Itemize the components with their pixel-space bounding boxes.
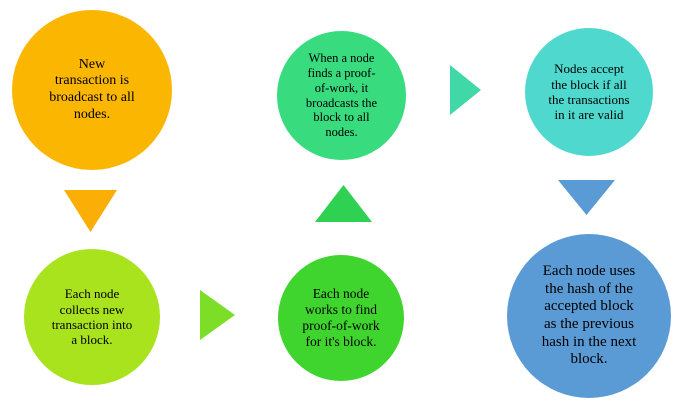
node-broadcast-block: When a node finds a proof- of-work, it b… — [277, 31, 406, 160]
down-arrow-icon — [558, 180, 615, 215]
node-use-hash-next-block: Each node uses the hash of the accepted … — [507, 234, 671, 398]
up-arrow-icon — [315, 185, 372, 222]
down-arrow-icon — [64, 190, 117, 232]
node-collect-into-block: Each node collects new transaction into … — [24, 249, 160, 385]
node-broadcast-transaction: New transaction is broadcast to all node… — [12, 10, 172, 170]
right-arrow-icon — [200, 290, 235, 340]
right-arrow-icon — [450, 65, 481, 115]
node-work-proof-of-work: Each node works to find proof-of-work fo… — [278, 255, 404, 381]
node-accept-block: Nodes accept the block if all the transa… — [525, 28, 653, 156]
